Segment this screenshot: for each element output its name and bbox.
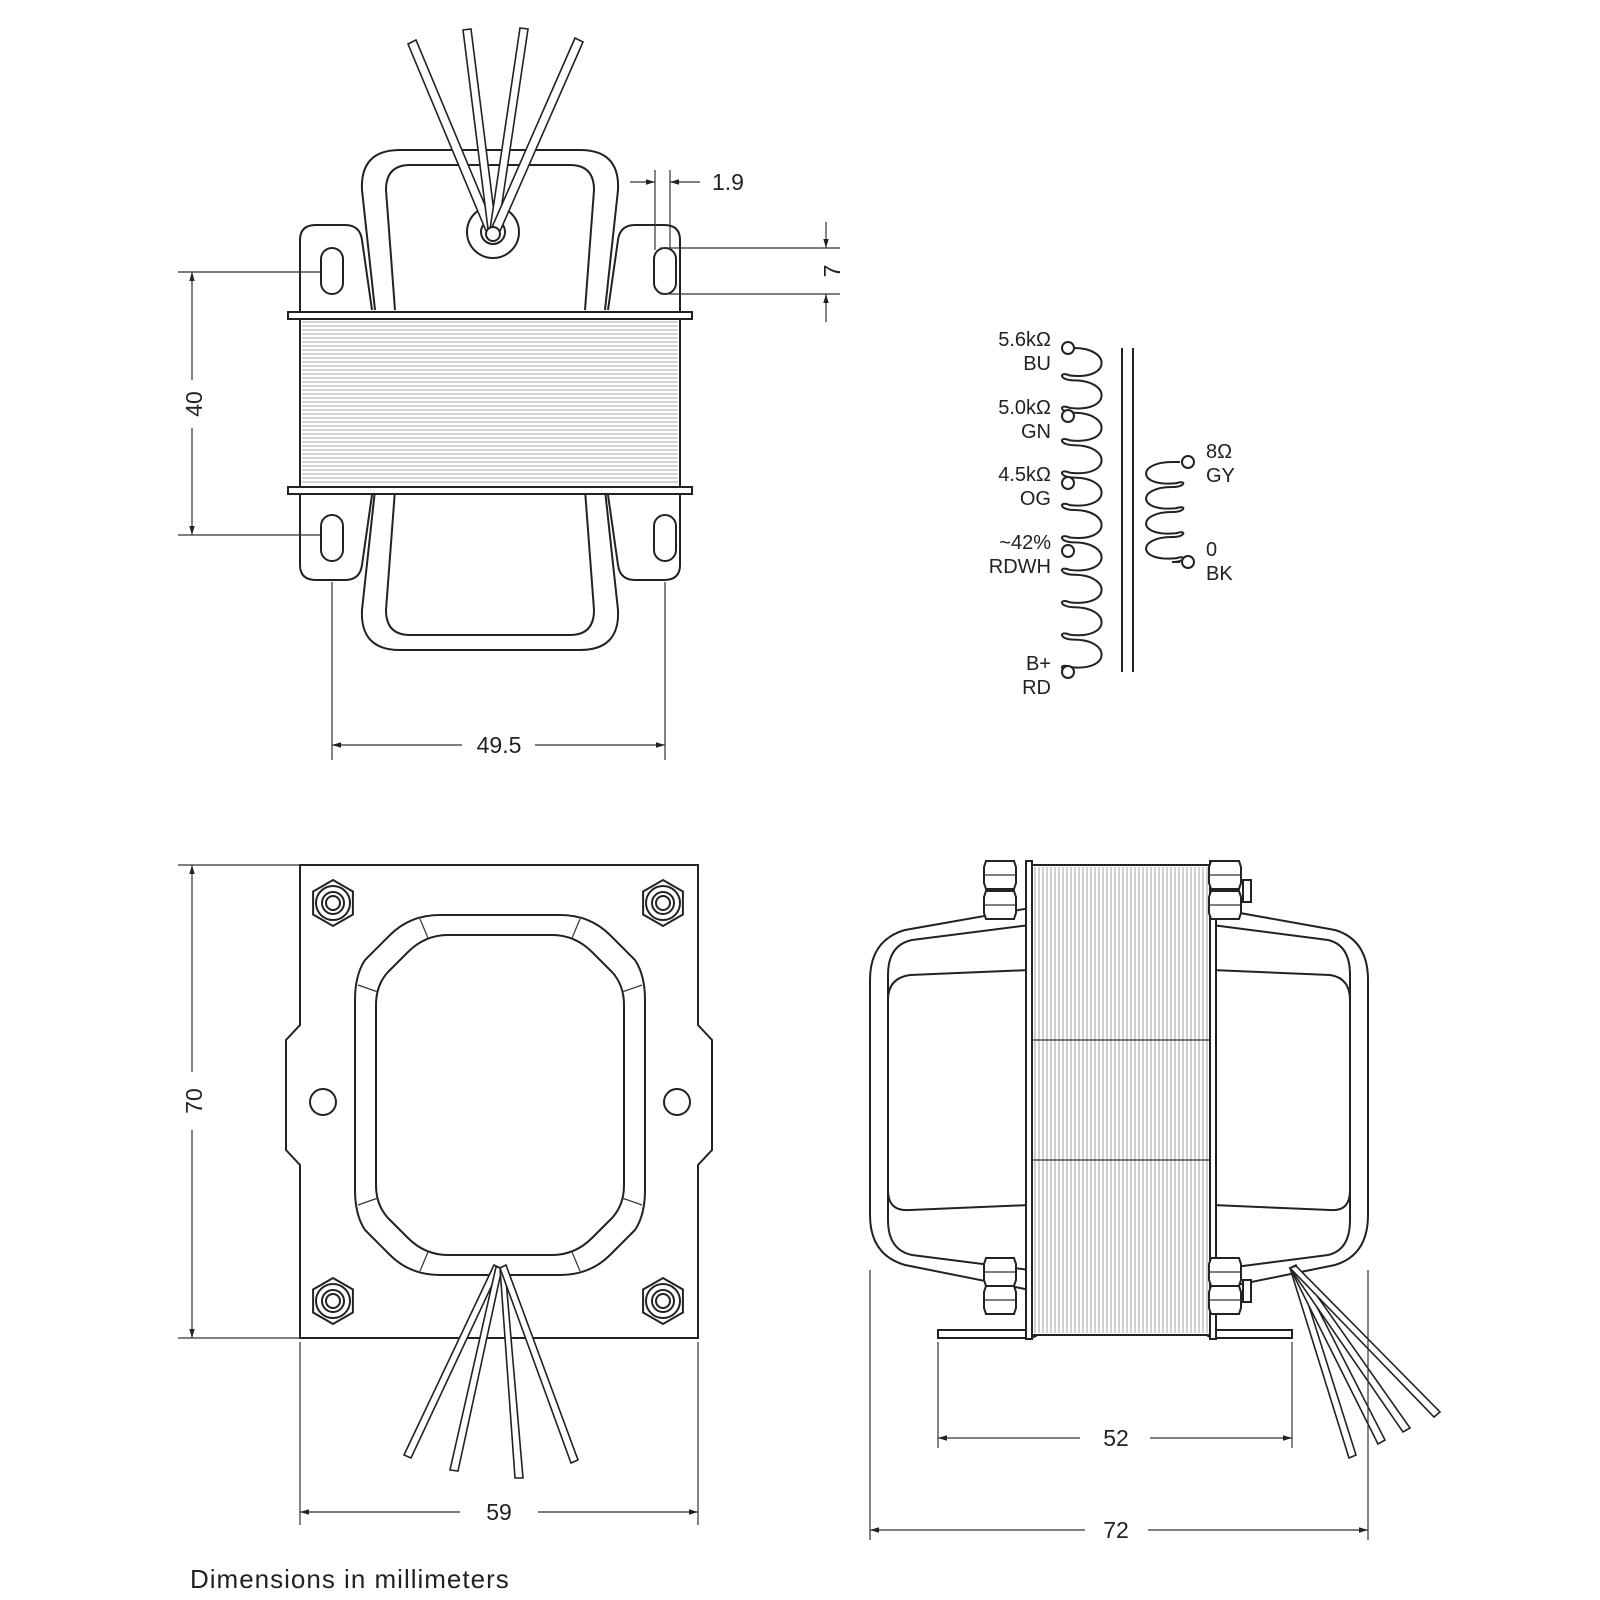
tap-color: GN — [1021, 421, 1051, 443]
tap-value: 0 — [1206, 539, 1217, 561]
side-nut — [983, 1257, 1017, 1287]
tap-color: RD — [1022, 677, 1051, 699]
units-note: Dimensions in millimeters — [190, 1564, 510, 1594]
dim-side-mount-label: 52 — [1103, 1425, 1129, 1451]
side-nut — [1208, 1257, 1242, 1287]
dim-mount-spacing-label: 49.5 — [477, 732, 522, 758]
tap-red: B+ RD — [1022, 653, 1075, 699]
dim-side-width-label: 72 — [1103, 1517, 1129, 1543]
mounting-plate — [285, 864, 713, 1339]
bottom-view — [285, 864, 713, 1479]
mount-slot — [320, 247, 344, 295]
hex-nut — [312, 878, 354, 928]
dim-slot: 7 — [660, 222, 845, 322]
primary-taps: 5.6kΩ BU 5.0kΩ GN 4.5kΩ OG ~42% RDWH B+ — [989, 329, 1075, 699]
lamination-stack — [1029, 864, 1213, 1336]
dim-gap-label: 1.9 — [712, 169, 744, 195]
dim-base-width: 59 — [299, 1342, 699, 1525]
tap-value: B+ — [1026, 653, 1051, 675]
tap-color: RDWH — [989, 556, 1051, 578]
hex-nut — [312, 1276, 354, 1326]
tap-value: 5.6kΩ — [998, 329, 1051, 351]
side-nut — [1208, 1285, 1242, 1315]
secondary-taps: 8Ω GY 0 BK — [1181, 441, 1235, 585]
mount-slot — [653, 514, 677, 562]
tap-color: BK — [1206, 563, 1233, 585]
dim-base-height: 70 — [178, 864, 300, 1339]
primary-winding — [1061, 347, 1103, 673]
bell-cover-right — [1211, 907, 1369, 1291]
side-nut — [983, 860, 1017, 890]
tap-gray: 8Ω GY — [1181, 441, 1235, 487]
secondary-winding — [1145, 461, 1185, 563]
lead-wires — [402, 1263, 580, 1479]
schematic: 5.6kΩ BU 5.0kΩ GN 4.5kΩ OG ~42% RDWH B+ — [989, 329, 1235, 699]
mount-hole — [663, 1088, 691, 1116]
tap-color: GY — [1206, 465, 1235, 487]
tap-black: 0 BK — [1181, 539, 1233, 585]
hex-nut — [642, 878, 684, 928]
lead-wires — [406, 27, 585, 240]
tap-red-white: ~42% RDWH — [989, 532, 1075, 578]
tap-value: 4.5kΩ — [998, 464, 1051, 486]
dim-side-mount: 52 — [937, 1342, 1293, 1451]
dim-mount-spacing: 49.5 — [331, 582, 666, 760]
side-view — [869, 860, 1442, 1460]
tap-green: 5.0kΩ GN — [998, 397, 1075, 443]
tap-value: 5.0kΩ — [998, 397, 1051, 419]
mount-slot — [653, 247, 677, 295]
top-view — [287, 27, 693, 651]
tap-color: BU — [1023, 353, 1051, 375]
side-nut — [1208, 860, 1242, 890]
dim-slot-label: 7 — [819, 265, 845, 278]
hex-nut — [642, 1276, 684, 1326]
side-nut — [983, 1285, 1017, 1315]
lamination-stack — [299, 317, 681, 489]
mount-hole — [309, 1088, 337, 1116]
dim-base-width-label: 59 — [486, 1499, 512, 1525]
dim-side-width: 72 — [869, 1270, 1369, 1543]
dim-height-top-label: 40 — [181, 391, 207, 417]
bell-cover — [354, 914, 646, 1276]
side-nut — [1208, 890, 1242, 920]
tap-value: 8Ω — [1206, 441, 1232, 463]
lead-wires — [1288, 1263, 1442, 1460]
mount-slot — [320, 514, 344, 562]
dim-gap: 1.9 — [630, 169, 744, 250]
dim-height-top: 40 — [178, 271, 320, 536]
tap-color: OG — [1020, 488, 1051, 510]
bell-cover-left — [869, 907, 1031, 1291]
tap-blue: 5.6kΩ BU — [998, 329, 1075, 375]
tap-value: ~42% — [999, 532, 1051, 554]
tap-orange: 4.5kΩ OG — [998, 464, 1075, 510]
dim-base-height-label: 70 — [181, 1088, 207, 1114]
side-nut — [983, 890, 1017, 920]
